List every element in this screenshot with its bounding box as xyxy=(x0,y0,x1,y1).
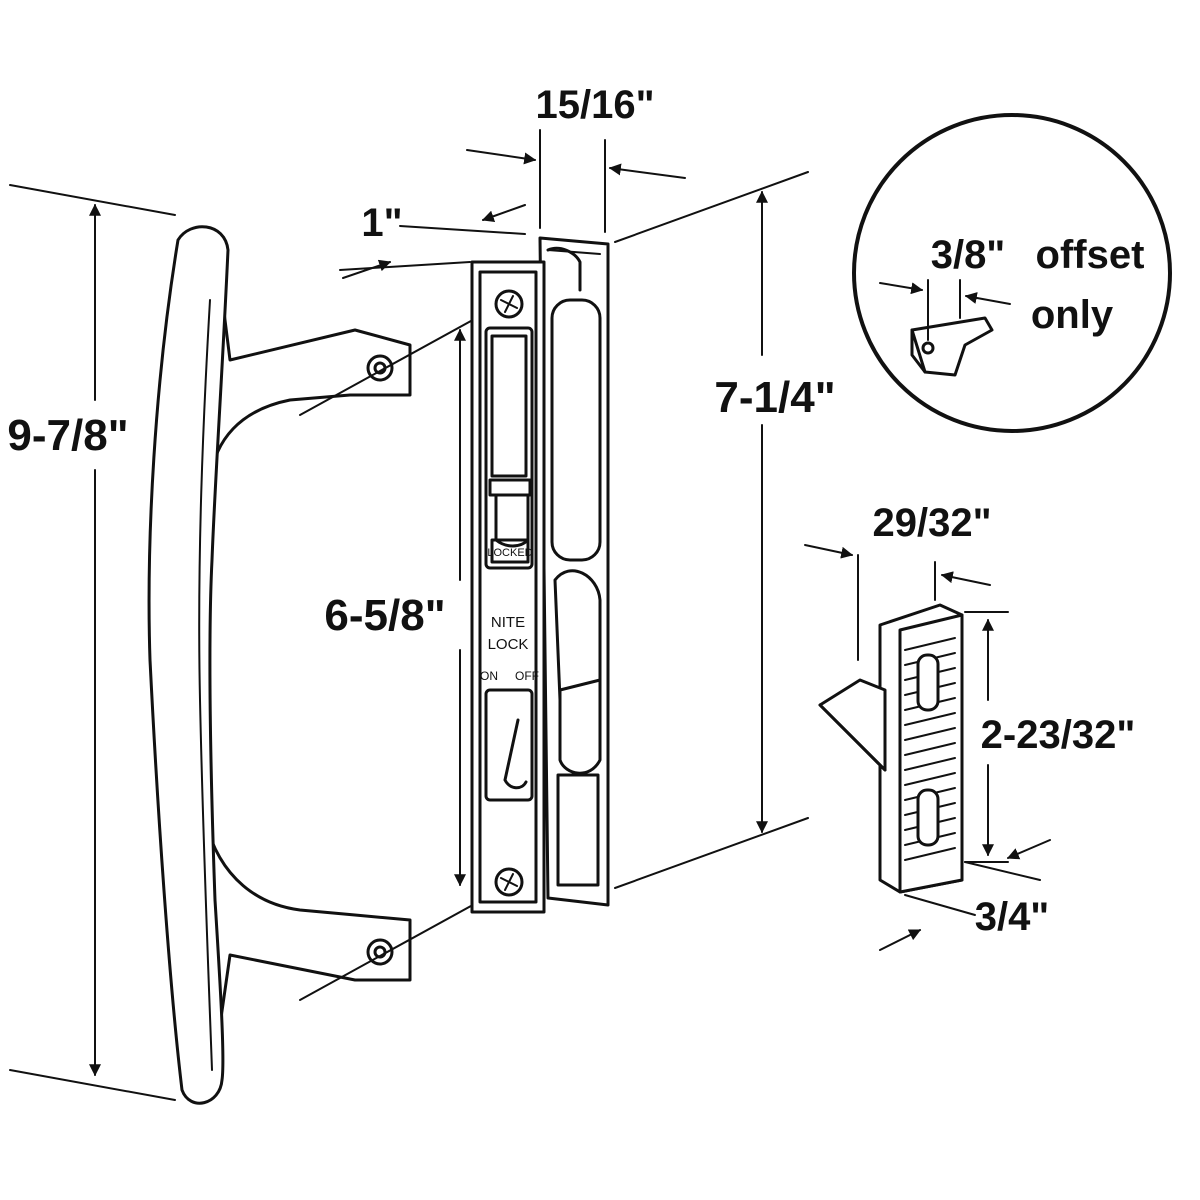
ext-line-1in-bottom xyxy=(339,261,471,271)
body-height-label: 7-1/4" xyxy=(714,373,835,422)
screw-spacing-label: 6-5/8" xyxy=(324,591,445,640)
latch-slot-inner xyxy=(490,334,528,478)
dim-1in-arrow-a xyxy=(481,204,526,223)
dim-3-4-arrow-a xyxy=(1006,839,1051,860)
handle-lower-arm xyxy=(203,818,412,1062)
off-label: OFF xyxy=(515,669,539,683)
offset-keeper-side xyxy=(910,328,927,374)
dim-keeper-width: 29/32" xyxy=(804,501,992,661)
offset-only-label: only xyxy=(1031,293,1114,337)
latch-slot xyxy=(484,326,534,570)
keeper-hook xyxy=(818,678,887,772)
lock-housing-mid xyxy=(553,569,602,702)
handle-height-label: 9-7/8" xyxy=(7,411,128,460)
ext-line-top xyxy=(9,184,176,216)
keeper-depth-label: 3/4" xyxy=(975,895,1050,939)
upper-screw-line xyxy=(299,304,501,416)
lock-faceplate-inner xyxy=(478,270,538,904)
lock-body: LOCKED NITE LOCK ON OFF xyxy=(470,236,610,914)
dim-handle-height: 9-7/8" xyxy=(7,184,176,1101)
locked-label: LOCKED xyxy=(487,547,532,559)
nite-lock-slot[interactable] xyxy=(484,688,534,802)
lock-cylinder-top xyxy=(546,246,582,292)
faceplate-screw-top xyxy=(494,289,524,319)
offset-keeper-hole xyxy=(921,341,935,355)
lower-screw-line xyxy=(299,889,501,1001)
lock-hook xyxy=(558,678,602,775)
offset-arrow-right xyxy=(964,292,1011,305)
lower-screw-hole xyxy=(366,938,394,966)
dim-mortise-width: 15/16" xyxy=(466,83,686,233)
keeper-height-label: 2-23/32" xyxy=(981,713,1136,757)
lock-housing-upper xyxy=(550,298,602,562)
lock-label: LOCK xyxy=(488,636,529,653)
back-plate-edge xyxy=(547,249,601,255)
offset-word-label: offset xyxy=(1036,233,1145,277)
on-label: ON xyxy=(480,669,498,683)
dim-29-32-arrow-left xyxy=(804,544,854,559)
ext-line-bottom xyxy=(9,1069,176,1101)
faceplate-offset-label: 1" xyxy=(361,201,402,245)
ext-line-3-4-top xyxy=(964,861,1041,881)
keeper-hook-edge xyxy=(818,703,887,772)
dim-29-32-arrow-right xyxy=(940,571,991,586)
dim-faceplate-offset: 1" xyxy=(339,201,526,279)
offset-detail: 3/8" offset only xyxy=(852,113,1172,433)
dim-keeper-height: 2-23/32" xyxy=(964,611,1136,863)
ext-line-1in-top xyxy=(399,225,526,235)
locked-label-box xyxy=(490,538,530,564)
keeper-width-label: 29/32" xyxy=(872,501,991,545)
keeper xyxy=(818,603,964,894)
dim-screw-spacing: 6-5/8" xyxy=(324,328,466,887)
pull-handle xyxy=(147,225,501,1105)
offset-arrow-left xyxy=(879,282,924,295)
keeper-slot-top xyxy=(916,653,940,712)
dim-3-4-arrow-b xyxy=(879,929,922,951)
ext-line-7-1-4-top xyxy=(614,171,809,243)
latch-lever xyxy=(488,478,532,497)
lock-housing-lower xyxy=(556,773,600,887)
dim-keeper-depth: 3/4" xyxy=(879,839,1051,951)
mortise-width-label: 15/16" xyxy=(535,83,654,127)
nite-lock-switch[interactable] xyxy=(503,718,528,790)
dim-15-16-arrow-left xyxy=(466,149,537,165)
offset-value-label: 3/8" xyxy=(931,233,1006,277)
dim-15-16-arrow-right xyxy=(608,163,686,179)
faceplate-screw-bottom xyxy=(494,867,524,897)
ext-line-7-1-4-bottom xyxy=(614,817,809,889)
ext-line-3-4-bottom xyxy=(904,894,976,916)
handle-grip-edge xyxy=(198,299,213,1071)
handle-grip xyxy=(147,225,230,1105)
dim-body-height: 7-1/4" xyxy=(614,171,836,889)
nite-label: NITE xyxy=(491,614,525,631)
keeper-slot-bottom xyxy=(916,788,940,847)
dim-1in-arrow-b xyxy=(342,259,392,279)
